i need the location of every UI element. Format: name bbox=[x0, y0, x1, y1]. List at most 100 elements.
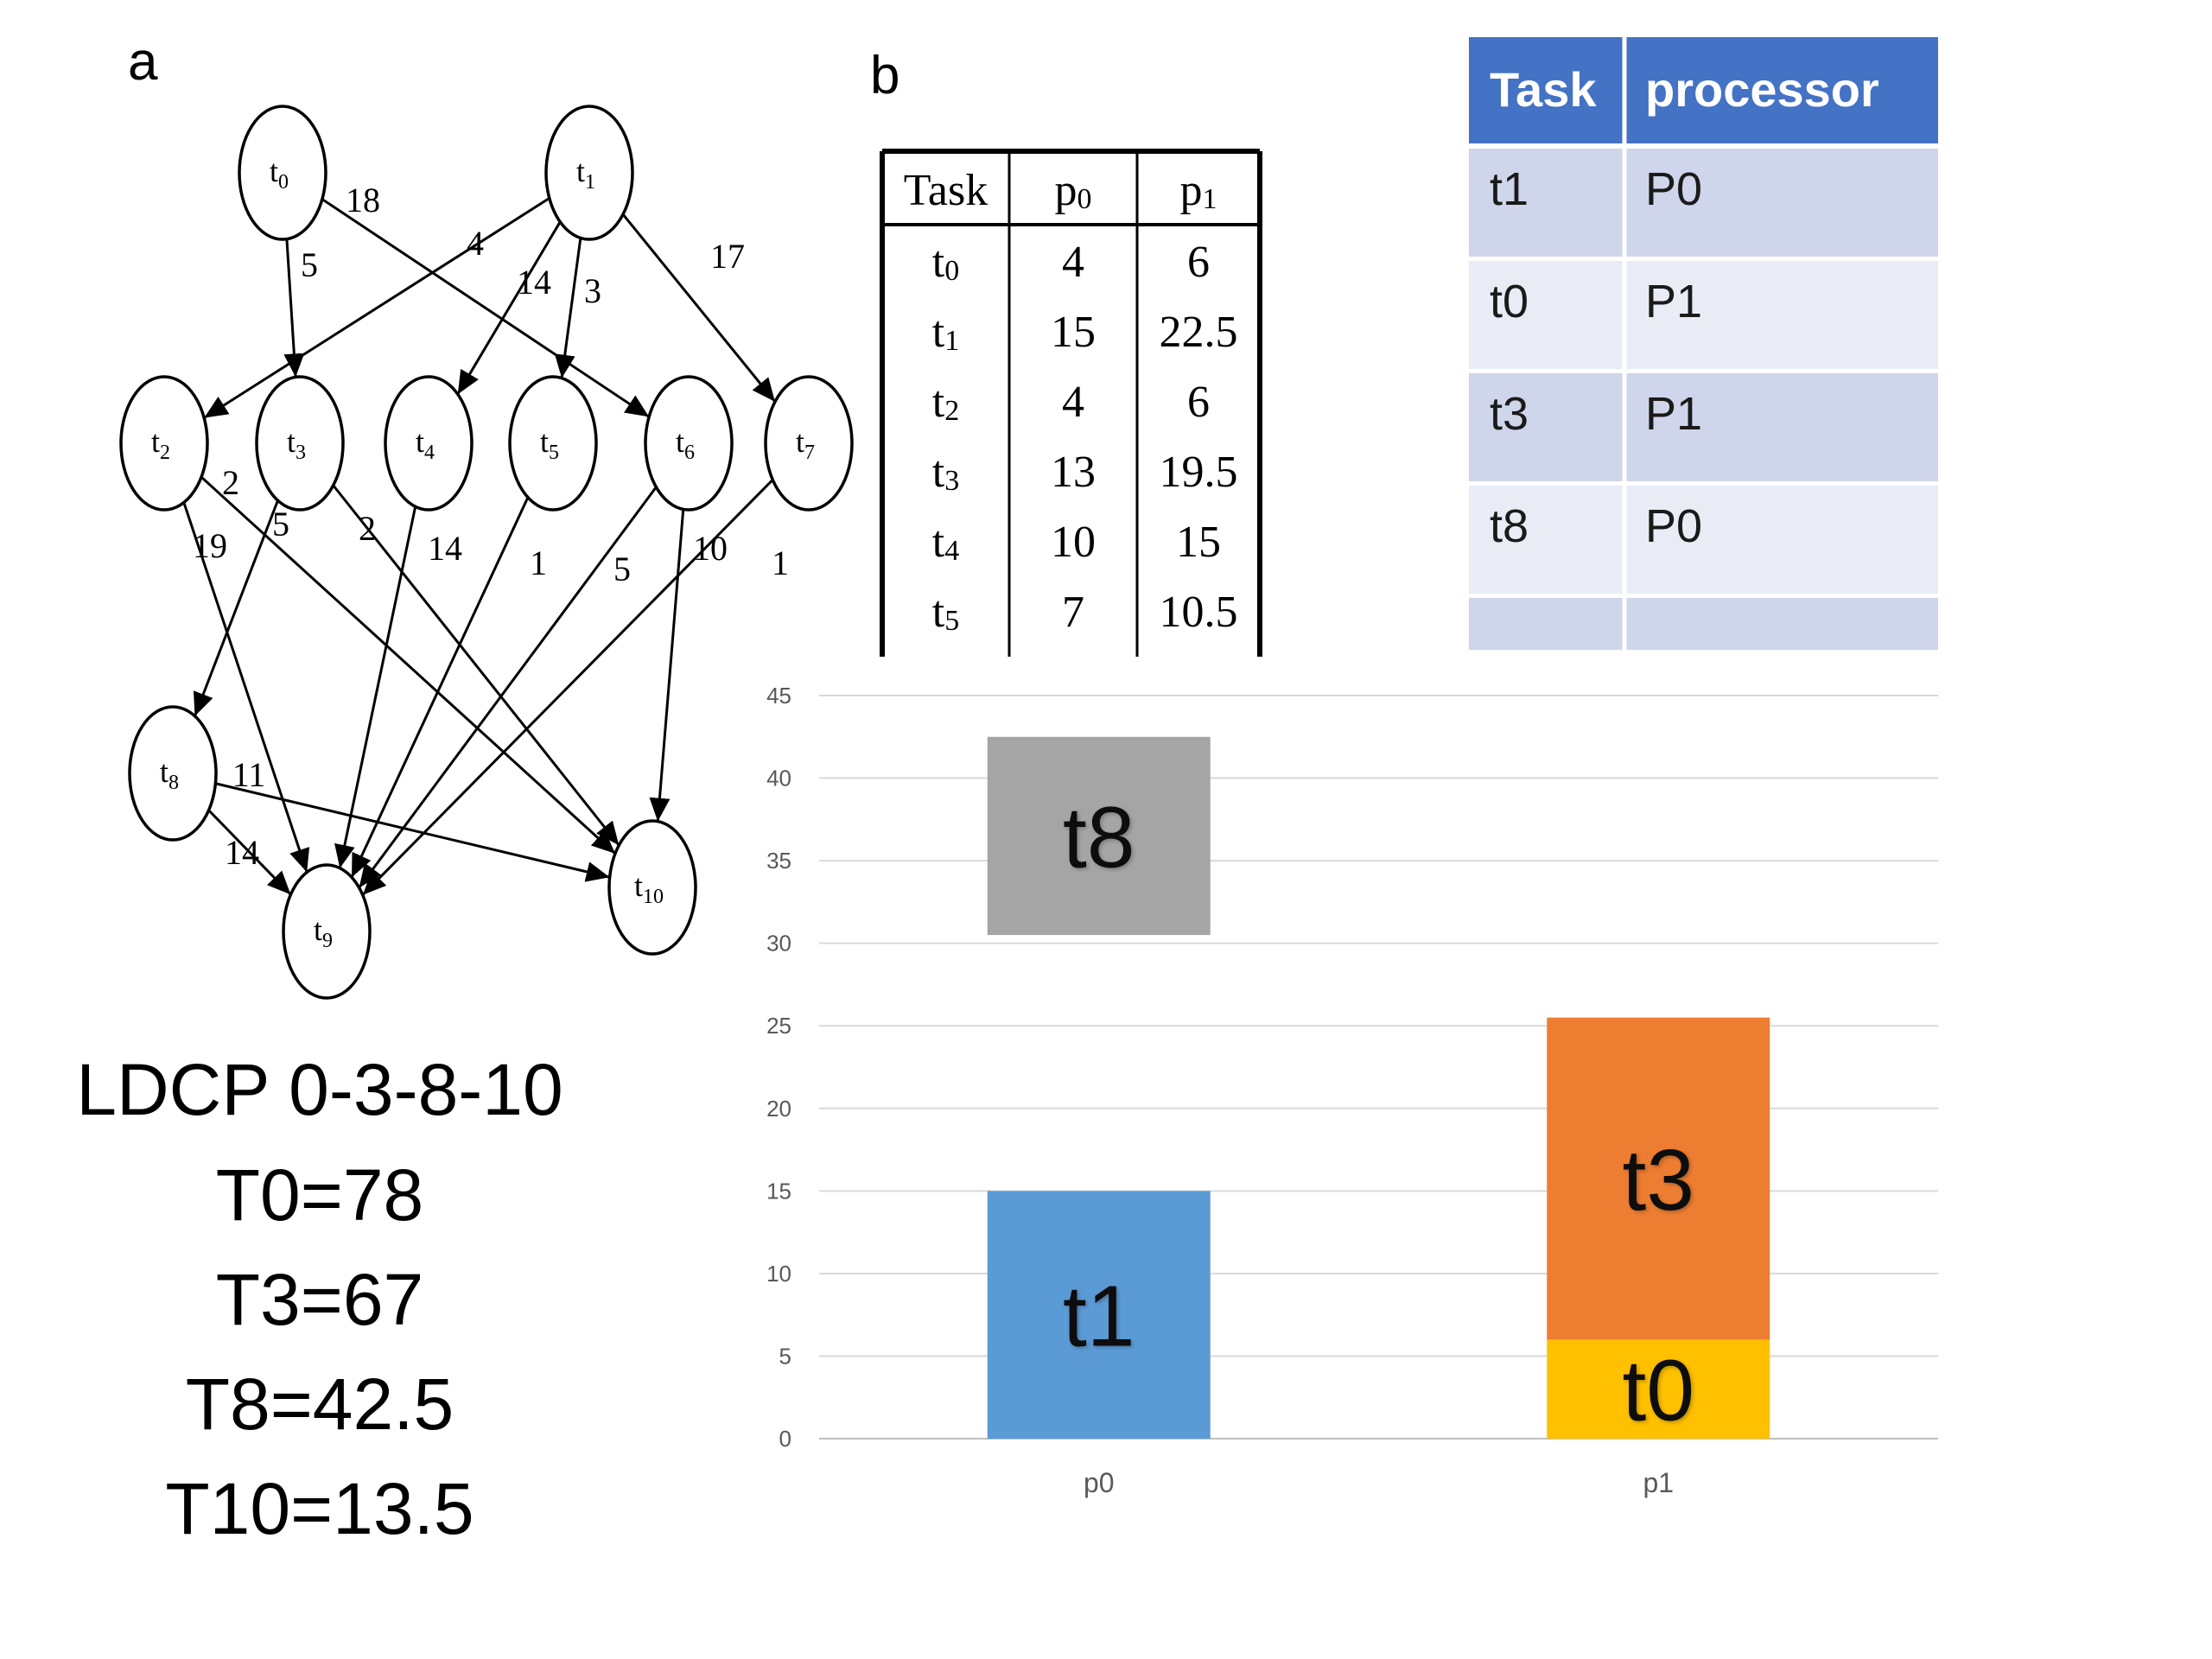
cost-table-task: t5 bbox=[932, 588, 959, 637]
assign-row-bg bbox=[1469, 598, 1623, 650]
bar-segment-label: t0 bbox=[1623, 1343, 1694, 1440]
edge-weight-label: 19 bbox=[193, 526, 227, 565]
graph-node-t6: t6 bbox=[644, 375, 734, 512]
graph-node-t4: t4 bbox=[384, 375, 474, 512]
assign-processor-cell: P0 bbox=[1645, 163, 1702, 215]
assign-row-bg bbox=[1469, 486, 1623, 594]
assign-task-cell: t0 bbox=[1490, 276, 1529, 327]
graph-edge-t2-t10 bbox=[200, 476, 616, 855]
graph-edge-t3-t10 bbox=[332, 484, 620, 847]
ldcp-line: T8=42.5 bbox=[186, 1363, 454, 1445]
edge-weight-label: 17 bbox=[710, 237, 745, 276]
cost-table-p1-cell: 22.5 bbox=[1160, 308, 1238, 357]
graph-edge-t1-t5 bbox=[554, 238, 582, 378]
graph-edge-t6-t10 bbox=[649, 509, 685, 822]
cost-table-task: t1 bbox=[932, 308, 959, 357]
cost-table-p0-cell: 4 bbox=[1062, 238, 1084, 287]
graph-edge-t2-t9 bbox=[182, 502, 310, 873]
edge-weight-label: 2 bbox=[222, 463, 239, 502]
assign-table-header: Task bbox=[1490, 62, 1597, 117]
cost-table-header: p0 bbox=[1055, 166, 1092, 215]
graph-node-t5: t5 bbox=[508, 375, 598, 512]
bar-segment-t1 bbox=[987, 1191, 1211, 1439]
ldcp-path: LDCP 0-3-8-10 bbox=[76, 1049, 563, 1130]
assign-row-bg bbox=[1626, 373, 1938, 481]
cost-table-task: t4 bbox=[932, 518, 959, 567]
edge-weight-label: 5 bbox=[272, 505, 289, 543]
graph-node-t3: t3 bbox=[255, 375, 345, 512]
task-graph-edges bbox=[182, 197, 777, 896]
edge-weight-label: 5 bbox=[613, 550, 631, 588]
assign-row-bg bbox=[1626, 598, 1938, 650]
y-tick-label: 40 bbox=[766, 766, 791, 791]
assign-row-bg bbox=[1469, 149, 1623, 257]
panel-label-a: a bbox=[128, 32, 158, 92]
assign-task-cell: t8 bbox=[1490, 500, 1529, 552]
cost-table-p1-cell: 19.5 bbox=[1160, 448, 1238, 497]
graph-node-t0: t0 bbox=[238, 105, 327, 241]
graph-edge-t0-t3 bbox=[283, 238, 305, 378]
graph-node-t8: t8 bbox=[128, 705, 218, 842]
assign-row-bg bbox=[1469, 261, 1623, 369]
assign-header-bg bbox=[1469, 37, 1623, 143]
edge-weight-label: 14 bbox=[517, 263, 551, 302]
edge-weight-label: 3 bbox=[584, 271, 601, 310]
ldcp-summary: LDCP 0-3-8-10 T0=78 T3=67 T8=42.5 T10=13… bbox=[76, 1049, 563, 1549]
cost-table-p0-cell: 15 bbox=[1051, 308, 1096, 357]
cost-table-header: p1 bbox=[1180, 166, 1217, 215]
ldcp-line: T3=67 bbox=[216, 1259, 424, 1340]
cost-table-p0-cell: 10 bbox=[1051, 518, 1096, 567]
cost-table-p0-cell: 13 bbox=[1051, 448, 1096, 497]
cost-table-task: t0 bbox=[932, 238, 959, 287]
cost-table-p1-cell: 6 bbox=[1187, 238, 1210, 287]
bar-segment-t8 bbox=[987, 736, 1211, 936]
y-tick-label: 5 bbox=[779, 1343, 791, 1369]
graph-edge-t8-t10 bbox=[215, 782, 610, 882]
ldcp-line: T0=78 bbox=[216, 1154, 424, 1236]
assign-row-bg bbox=[1626, 486, 1938, 594]
edge-weight-label: 1 bbox=[530, 543, 547, 582]
cost-table-p0-cell: 7 bbox=[1062, 588, 1084, 637]
edge-weight-label: 14 bbox=[225, 833, 259, 872]
graph-edge-t4-t9 bbox=[334, 505, 417, 869]
y-tick-label: 15 bbox=[766, 1178, 791, 1204]
y-tick-label: 10 bbox=[766, 1261, 791, 1287]
bar-segment-label: t3 bbox=[1623, 1132, 1694, 1229]
graph-edge-t1-t2 bbox=[203, 197, 550, 419]
cost-table-p1-cell: 15 bbox=[1176, 518, 1221, 567]
graph-node-t7: t7 bbox=[764, 375, 854, 512]
graph-edge-t8-t9 bbox=[207, 809, 292, 896]
y-tick-label: 30 bbox=[766, 931, 791, 957]
graph-edge-t7-t9 bbox=[361, 479, 774, 896]
edge-weight-label: 18 bbox=[346, 181, 380, 219]
graph-edge-t6-t9 bbox=[358, 486, 658, 889]
assign-row-bg bbox=[1469, 373, 1623, 481]
edge-weight-label: 4 bbox=[467, 224, 484, 263]
y-tick-label: 45 bbox=[766, 683, 791, 709]
cost-table-header: Task bbox=[904, 166, 988, 215]
x-category-label: p1 bbox=[1643, 1467, 1674, 1498]
assign-table-header: processor bbox=[1645, 62, 1879, 117]
assign-task-cell: t3 bbox=[1490, 388, 1529, 440]
graph-node-t1: t1 bbox=[544, 105, 634, 241]
graph-edge-t0-t6 bbox=[321, 198, 650, 418]
cost-table-task: t3 bbox=[932, 448, 959, 497]
cost-table-p1-cell: 6 bbox=[1187, 378, 1210, 427]
x-category-label: p0 bbox=[1084, 1467, 1115, 1498]
graph-node-t2: t2 bbox=[119, 375, 209, 512]
graph-node-t10: t10 bbox=[607, 819, 697, 956]
graph-edge-t1-t7 bbox=[621, 213, 777, 403]
edge-weight-label: 2 bbox=[359, 509, 376, 548]
y-tick-label: 0 bbox=[779, 1426, 791, 1452]
y-tick-label: 35 bbox=[766, 848, 791, 874]
graph-edge-t5-t9 bbox=[350, 497, 530, 878]
bar-segment-label: t1 bbox=[1063, 1268, 1135, 1365]
edge-weight-label: 10 bbox=[693, 529, 728, 568]
graph-node-t9: t9 bbox=[282, 863, 372, 1000]
